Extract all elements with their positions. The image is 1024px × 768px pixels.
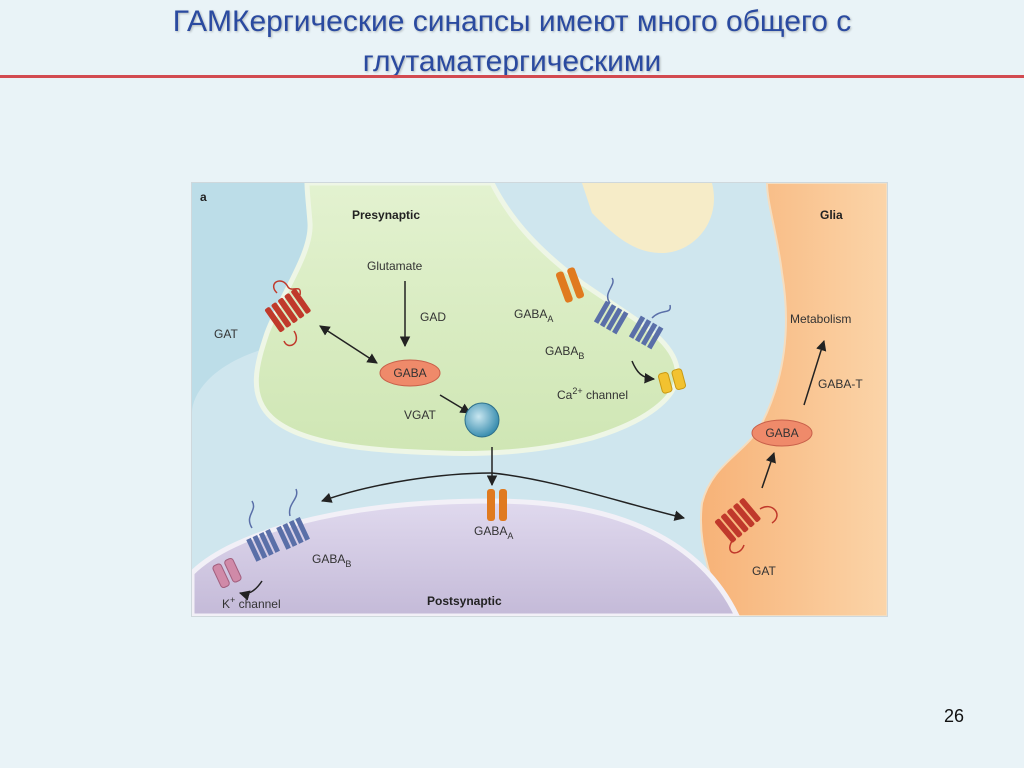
slide-title-line-1: ГАМКергические синапсы имеют много общег… bbox=[172, 5, 852, 38]
release-arrow-right bbox=[491, 472, 686, 521]
postsynaptic-label: Postsynaptic bbox=[427, 594, 502, 608]
gaba-a-receptor-presynaptic bbox=[555, 267, 585, 303]
slide-title: ГАМКергические синапсы имеют много общег… bbox=[0, 2, 1024, 82]
gaba-b-receptor-postsynaptic bbox=[246, 488, 310, 562]
gaba-b-presynaptic-label: GABAB bbox=[545, 344, 584, 361]
gat-to-gaba-arrow bbox=[761, 452, 776, 489]
gaba-a-presynaptic-label: GABAA bbox=[514, 307, 553, 324]
gaba-a-postsynaptic-label: GABAA bbox=[474, 524, 513, 541]
gaba-glia-oval bbox=[751, 419, 813, 447]
gaba-b-to-k-arrow bbox=[238, 580, 263, 601]
panel-label: a bbox=[200, 190, 207, 204]
vgat-label: VGAT bbox=[404, 408, 436, 422]
gaba-t-arrow bbox=[803, 339, 827, 406]
gaba-a-receptor-postsynaptic bbox=[487, 489, 507, 521]
gat-exchange-arrow bbox=[319, 325, 378, 364]
ca-channel-label: Ca2+ channel bbox=[557, 386, 628, 402]
gat-glia-label: GAT bbox=[752, 564, 776, 578]
gaba-synapse-diagram: a Presynaptic Glia Postsynaptic Glutamat… bbox=[191, 182, 888, 617]
synaptic-vesicle bbox=[464, 402, 500, 438]
release-arrow-left bbox=[321, 472, 493, 503]
gat-transporter-presynaptic bbox=[265, 280, 311, 347]
gaba-presynaptic-label: GABA bbox=[393, 366, 426, 380]
gat-presynaptic-label: GAT bbox=[214, 327, 238, 341]
title-divider bbox=[0, 75, 1024, 78]
glia-label: Glia bbox=[820, 208, 843, 222]
extracellular-highlight bbox=[192, 183, 341, 413]
gaba-t-label: GABA-T bbox=[818, 377, 863, 391]
gaba-presynaptic-oval bbox=[379, 359, 441, 387]
glutamate-label: Glutamate bbox=[367, 259, 423, 273]
metabolism-label: Metabolism bbox=[790, 312, 851, 326]
k-channel-label: K+ channel bbox=[222, 595, 281, 611]
page-number: 26 bbox=[943, 706, 964, 726]
gaba-glia-label: GABA bbox=[765, 426, 798, 440]
slide-title-line-2: глутаматергическими bbox=[362, 45, 662, 78]
adjacent-process bbox=[582, 183, 714, 253]
vgat-arrow bbox=[439, 394, 471, 414]
k-channel bbox=[212, 557, 242, 589]
gaba-b-receptor-presynaptic bbox=[593, 277, 671, 350]
gaba-b-postsynaptic-label: GABAB bbox=[312, 552, 351, 569]
gaba-b-to-ca-arrow bbox=[631, 360, 656, 384]
gat-transporter-glia bbox=[715, 498, 778, 554]
presynaptic-label: Presynaptic bbox=[352, 208, 420, 222]
gad-label: GAD bbox=[420, 310, 446, 324]
ca-channel bbox=[657, 368, 687, 394]
